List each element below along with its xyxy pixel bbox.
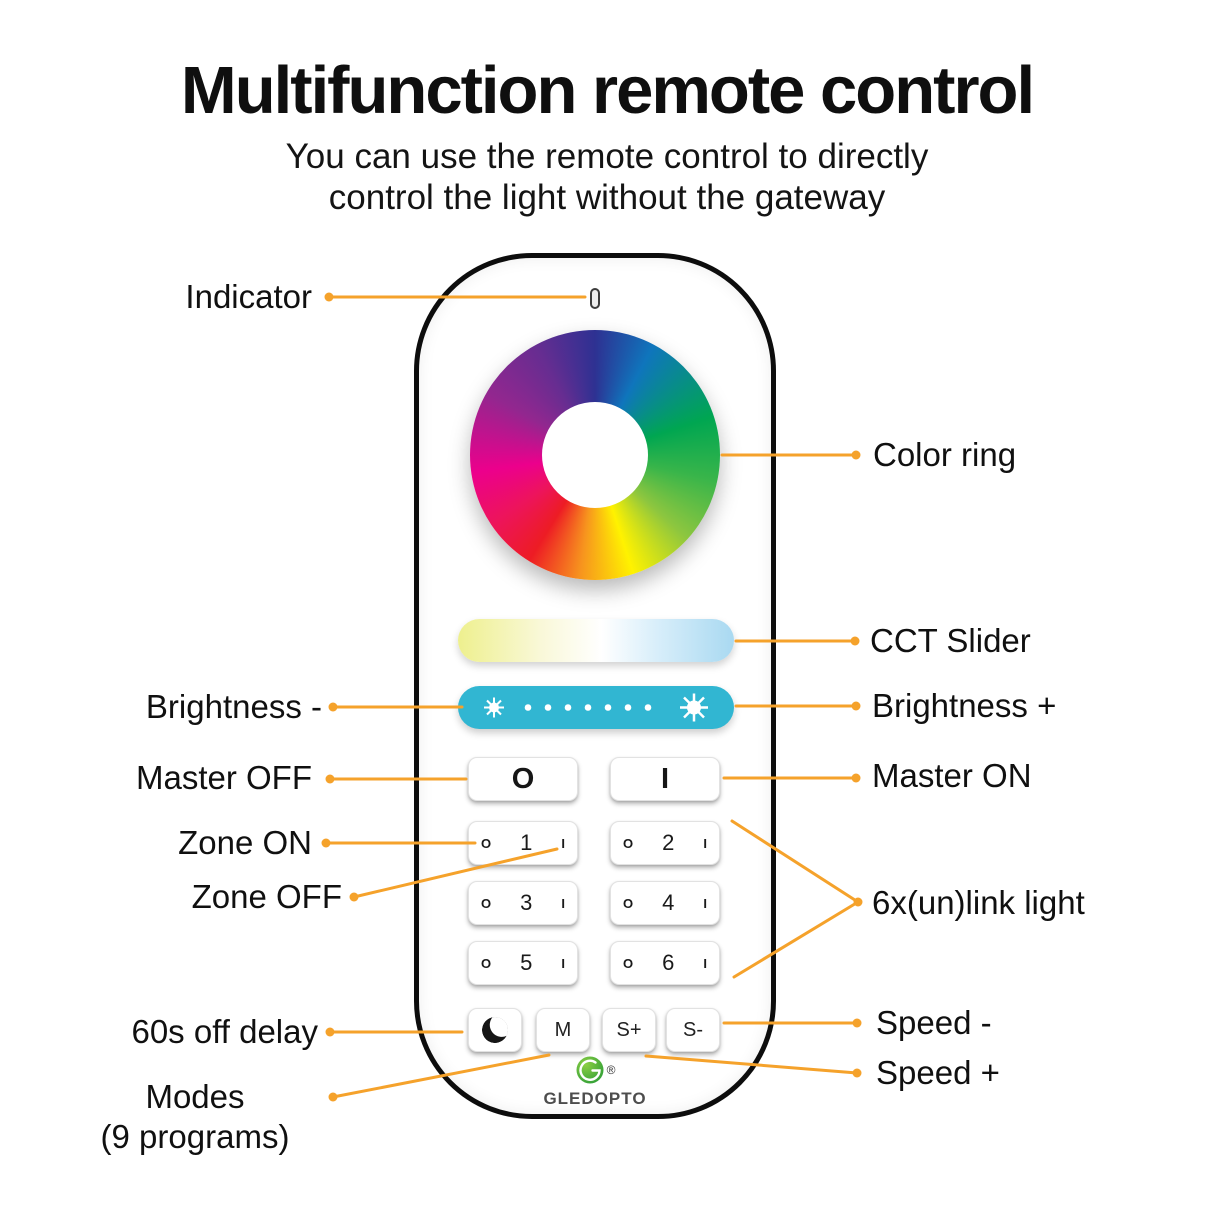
subtitle-line-2: control the light without the gateway xyxy=(328,178,886,217)
brightness-slider-graphics xyxy=(484,693,708,722)
zone-on-mark: O xyxy=(623,835,634,851)
zone-on-mark: O xyxy=(481,835,492,851)
speed-minus-label: S- xyxy=(683,1018,703,1041)
zone-off-mark: I xyxy=(561,955,565,971)
zone-number: 3 xyxy=(520,890,533,915)
label-modes-line-1: Modes xyxy=(145,1078,245,1115)
zone-off-mark: I xyxy=(703,955,707,971)
label-master-off: Master OFF xyxy=(135,759,312,796)
brand-logo-row: ® xyxy=(419,1055,771,1087)
moon-icon xyxy=(480,1015,509,1044)
color-ring-center xyxy=(542,402,648,508)
mode-button[interactable]: M xyxy=(536,1008,590,1052)
zone-number: 1 xyxy=(520,830,533,855)
mode-button-label: M xyxy=(554,1018,572,1041)
remote-body: O I O 1 I O 2 I O 3 I O 4 I O 5 I xyxy=(414,253,776,1119)
master-on-label: I xyxy=(660,762,670,795)
off-delay-button[interactable] xyxy=(468,1008,522,1052)
brightness-slider[interactable] xyxy=(458,686,734,729)
page-title: Multifunction remote control xyxy=(180,53,1035,128)
label-zone-on: Zone ON xyxy=(178,824,312,861)
zone-off-mark: I xyxy=(561,895,565,911)
page-subtitle: You can use the remote control to direct… xyxy=(0,136,1214,218)
zone-number: 5 xyxy=(520,950,533,975)
label-speed-plus: Speed + xyxy=(876,1054,1000,1091)
zone-button-1[interactable]: O 1 I xyxy=(468,821,578,865)
zone-off-mark: I xyxy=(561,835,565,851)
zone-number: 6 xyxy=(662,950,675,975)
master-off-label: O xyxy=(511,762,535,795)
cct-slider[interactable] xyxy=(458,619,734,662)
label-brightness-minus: Brightness - xyxy=(145,688,322,725)
speed-plus-label: S+ xyxy=(616,1018,642,1041)
zone-on-mark: O xyxy=(623,955,634,971)
label-off-delay: 60s off delay xyxy=(131,1013,318,1050)
label-speed-minus: Speed - xyxy=(876,1004,992,1041)
zone-on-mark: O xyxy=(623,895,634,911)
label-modes: Modes (9 programs) xyxy=(70,1077,320,1157)
speed-minus-button[interactable]: S- xyxy=(666,1008,720,1052)
zone-on-mark: O xyxy=(481,895,492,911)
label-link-light: 6x(un)link light xyxy=(872,884,1085,921)
subtitle-line-1: You can use the remote control to direct… xyxy=(285,137,929,176)
label-indicator: Indicator xyxy=(185,278,312,315)
color-ring[interactable] xyxy=(470,330,720,580)
master-on-button[interactable]: I xyxy=(610,757,720,801)
zone-on-mark: O xyxy=(481,955,492,971)
speed-plus-button[interactable]: S+ xyxy=(602,1008,656,1052)
label-zone-off: Zone OFF xyxy=(191,878,342,915)
label-cct-slider: CCT Slider xyxy=(870,622,1031,659)
brand-name: GLEDOPTO xyxy=(543,1089,647,1108)
registered-mark: ® xyxy=(606,1063,616,1077)
zone-button-2[interactable]: O 2 I xyxy=(610,821,720,865)
label-color-ring: Color ring xyxy=(873,436,1017,473)
zone-button-4[interactable]: O 4 I xyxy=(610,881,720,925)
brand-logo-icon xyxy=(576,1056,604,1084)
sun-large-icon xyxy=(680,693,708,722)
sun-small-icon xyxy=(484,697,504,718)
label-brightness-plus: Brightness + xyxy=(872,687,1057,724)
label-master-on: Master ON xyxy=(872,757,1032,794)
zone-off-mark: I xyxy=(703,835,707,851)
zone-button-5[interactable]: O 5 I xyxy=(468,941,578,985)
label-modes-line-2: (9 programs) xyxy=(100,1118,290,1155)
zone-button-3[interactable]: O 3 I xyxy=(468,881,578,925)
master-off-button[interactable]: O xyxy=(468,757,578,801)
zone-button-6[interactable]: O 6 I xyxy=(610,941,720,985)
indicator-led xyxy=(590,288,600,309)
zone-number: 4 xyxy=(662,890,675,915)
brand-block: ® GLEDOPTO xyxy=(419,1055,771,1109)
zone-number: 2 xyxy=(662,830,675,855)
zone-off-mark: I xyxy=(703,895,707,911)
brightness-dots xyxy=(524,704,652,711)
